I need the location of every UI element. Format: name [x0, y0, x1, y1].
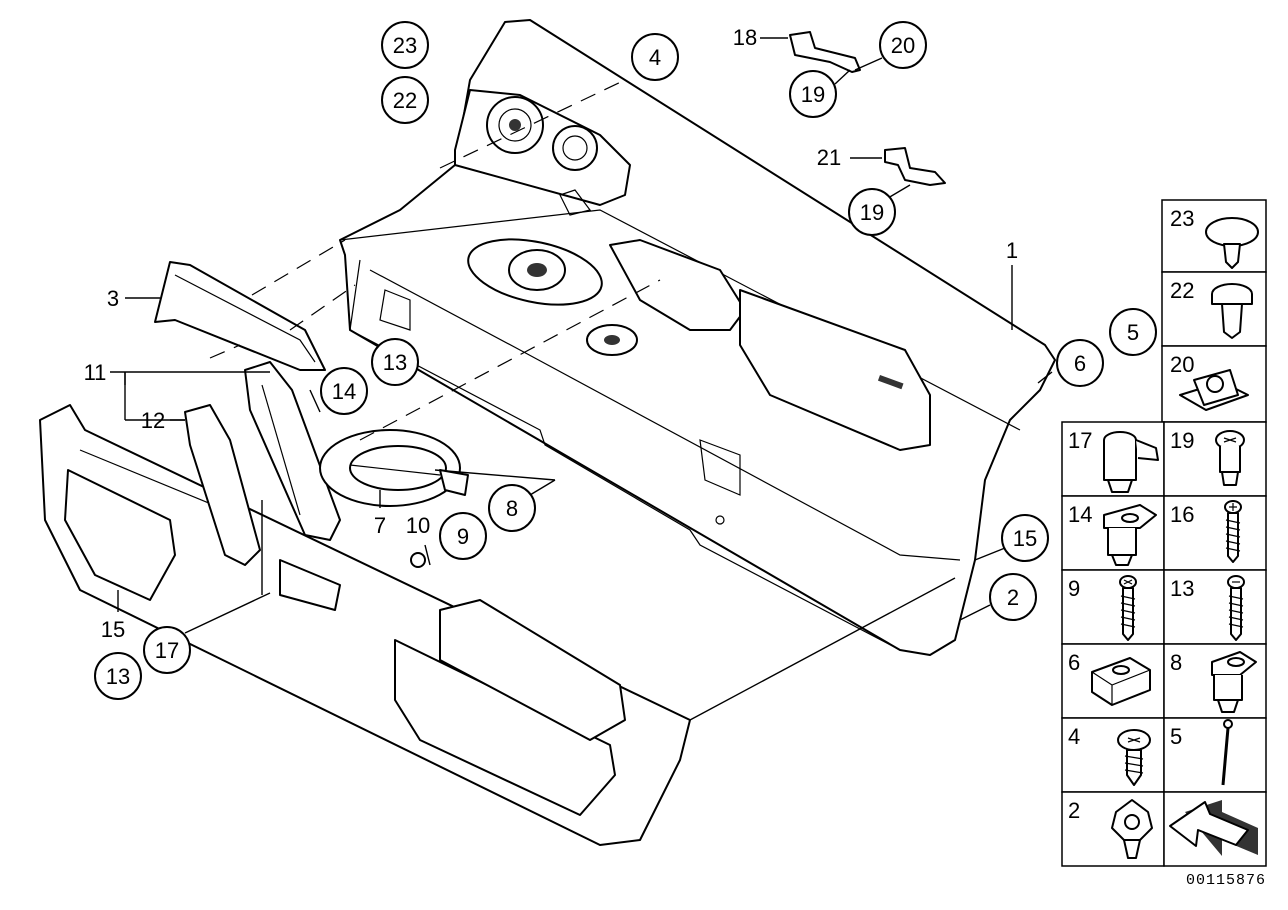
callout-15-right-label: 15: [1013, 526, 1037, 551]
expanding-clip-icon: [1103, 431, 1159, 493]
callout-21: 21: [817, 145, 841, 170]
legend-cell-22: [1161, 271, 1267, 347]
long-screw-icon: [1224, 500, 1242, 563]
legend-label-20: 20: [1170, 352, 1194, 377]
legend-label-8: 8: [1170, 650, 1182, 675]
callout-12-label: 12: [141, 408, 165, 433]
legend-cell-19: [1163, 421, 1267, 497]
door-trim-panel: [339, 19, 1056, 656]
callout-3: 3: [107, 286, 119, 311]
bracket-parts: [789, 31, 946, 186]
callout-19-mid-label: 19: [860, 200, 884, 225]
callout-20: 20: [879, 21, 927, 69]
diagram-id: 00115876: [1186, 872, 1266, 889]
square-nut-icon: [1091, 657, 1151, 706]
callout-15-right: 15: [1001, 514, 1049, 562]
plug-clip-icon: [1211, 283, 1253, 339]
legend-label-2: 2: [1068, 798, 1080, 823]
callout-11: 11: [84, 360, 107, 385]
callout-13-lower-label: 13: [106, 664, 130, 689]
callout-4: 4: [631, 33, 679, 81]
trim-strips: [154, 261, 341, 566]
callout-14: 14: [320, 367, 368, 415]
clip-2-icon: [1111, 799, 1153, 859]
callout-15-left-label: 15: [101, 617, 125, 642]
callout-1: 1: [1006, 238, 1018, 263]
callout-8-label: 8: [506, 496, 518, 521]
callout-22: 22: [381, 76, 429, 124]
callout-2: 2: [989, 573, 1037, 621]
cable-tie-icon: [1221, 719, 1233, 786]
callout-17: 17: [143, 626, 191, 674]
legend-label-16: 16: [1170, 502, 1194, 527]
callout-14-label: 14: [332, 379, 356, 404]
callout-9: 9: [439, 512, 487, 560]
callout-15-left: 15: [101, 617, 125, 642]
callout-13-upper: 13: [371, 338, 419, 386]
callout-3-label: 3: [107, 286, 119, 311]
screw-9-icon: [1119, 575, 1137, 641]
callout-10: 10: [406, 513, 430, 538]
screw-13-icon: [1227, 575, 1245, 641]
legend-label-6: 6: [1068, 650, 1080, 675]
callout-19-top-label: 19: [801, 82, 825, 107]
callout-13-lower: 13: [94, 652, 142, 700]
door-pocket-trim: [39, 404, 691, 846]
tab-clip-icon: [1103, 504, 1157, 566]
callout-19-mid: 19: [848, 188, 896, 236]
legend-label-17: 17: [1068, 428, 1092, 453]
legend-cell-4: [1061, 717, 1165, 793]
callout-7: 7: [374, 513, 386, 538]
callout-18: 18: [733, 25, 757, 50]
callout-6-label: 6: [1074, 351, 1086, 376]
callout-11-label: 11: [84, 360, 107, 385]
handle-insert: [319, 429, 469, 568]
legend-label-19: 19: [1170, 428, 1194, 453]
short-screw-icon: [1215, 430, 1245, 486]
push-rivet-icon: [1205, 217, 1259, 269]
tapping-screw-icon: [1117, 729, 1151, 786]
callout-2-label: 2: [1007, 585, 1019, 610]
legend-label-13: 13: [1170, 576, 1194, 601]
callout-5-label: 5: [1127, 320, 1139, 345]
callout-4-label: 4: [649, 45, 661, 70]
callout-17-label: 17: [155, 638, 179, 663]
callout-21-label: 21: [817, 145, 841, 170]
legend-label-9: 9: [1068, 576, 1080, 601]
callout-18-label: 18: [733, 25, 757, 50]
callout-5: 5: [1109, 308, 1157, 356]
callout-6: 6: [1056, 339, 1104, 387]
callout-10-label: 10: [406, 513, 430, 538]
clip-nut-icon: [1179, 369, 1249, 411]
legend-label-22: 22: [1170, 278, 1194, 303]
legend-cell-9: [1061, 569, 1165, 645]
callout-23: 23: [381, 21, 429, 69]
callout-13-upper-label: 13: [383, 350, 407, 375]
clip-8-icon: [1211, 651, 1257, 713]
callout-8: 8: [488, 484, 536, 532]
callout-9-label: 9: [457, 524, 469, 549]
callout-12: 12: [141, 408, 165, 433]
direction-arrow-icon: [1169, 800, 1258, 856]
callout-23-label: 23: [393, 33, 417, 58]
legend-label-14: 14: [1068, 502, 1092, 527]
leader-lines: [110, 37, 1053, 721]
callout-22-label: 22: [393, 88, 417, 113]
callout-20-label: 20: [891, 33, 915, 58]
legend-label-23: 23: [1170, 206, 1194, 231]
legend-label-4: 4: [1068, 724, 1080, 749]
legend-label-5: 5: [1170, 724, 1182, 749]
callout-7-label: 7: [374, 513, 386, 538]
fastener-legend: 23 22 20 17 19 14 16 9 13 6 8 4 5 2: [1061, 199, 1267, 867]
callout-1-label: 1: [1006, 238, 1018, 263]
callout-19-top: 19: [789, 70, 837, 118]
